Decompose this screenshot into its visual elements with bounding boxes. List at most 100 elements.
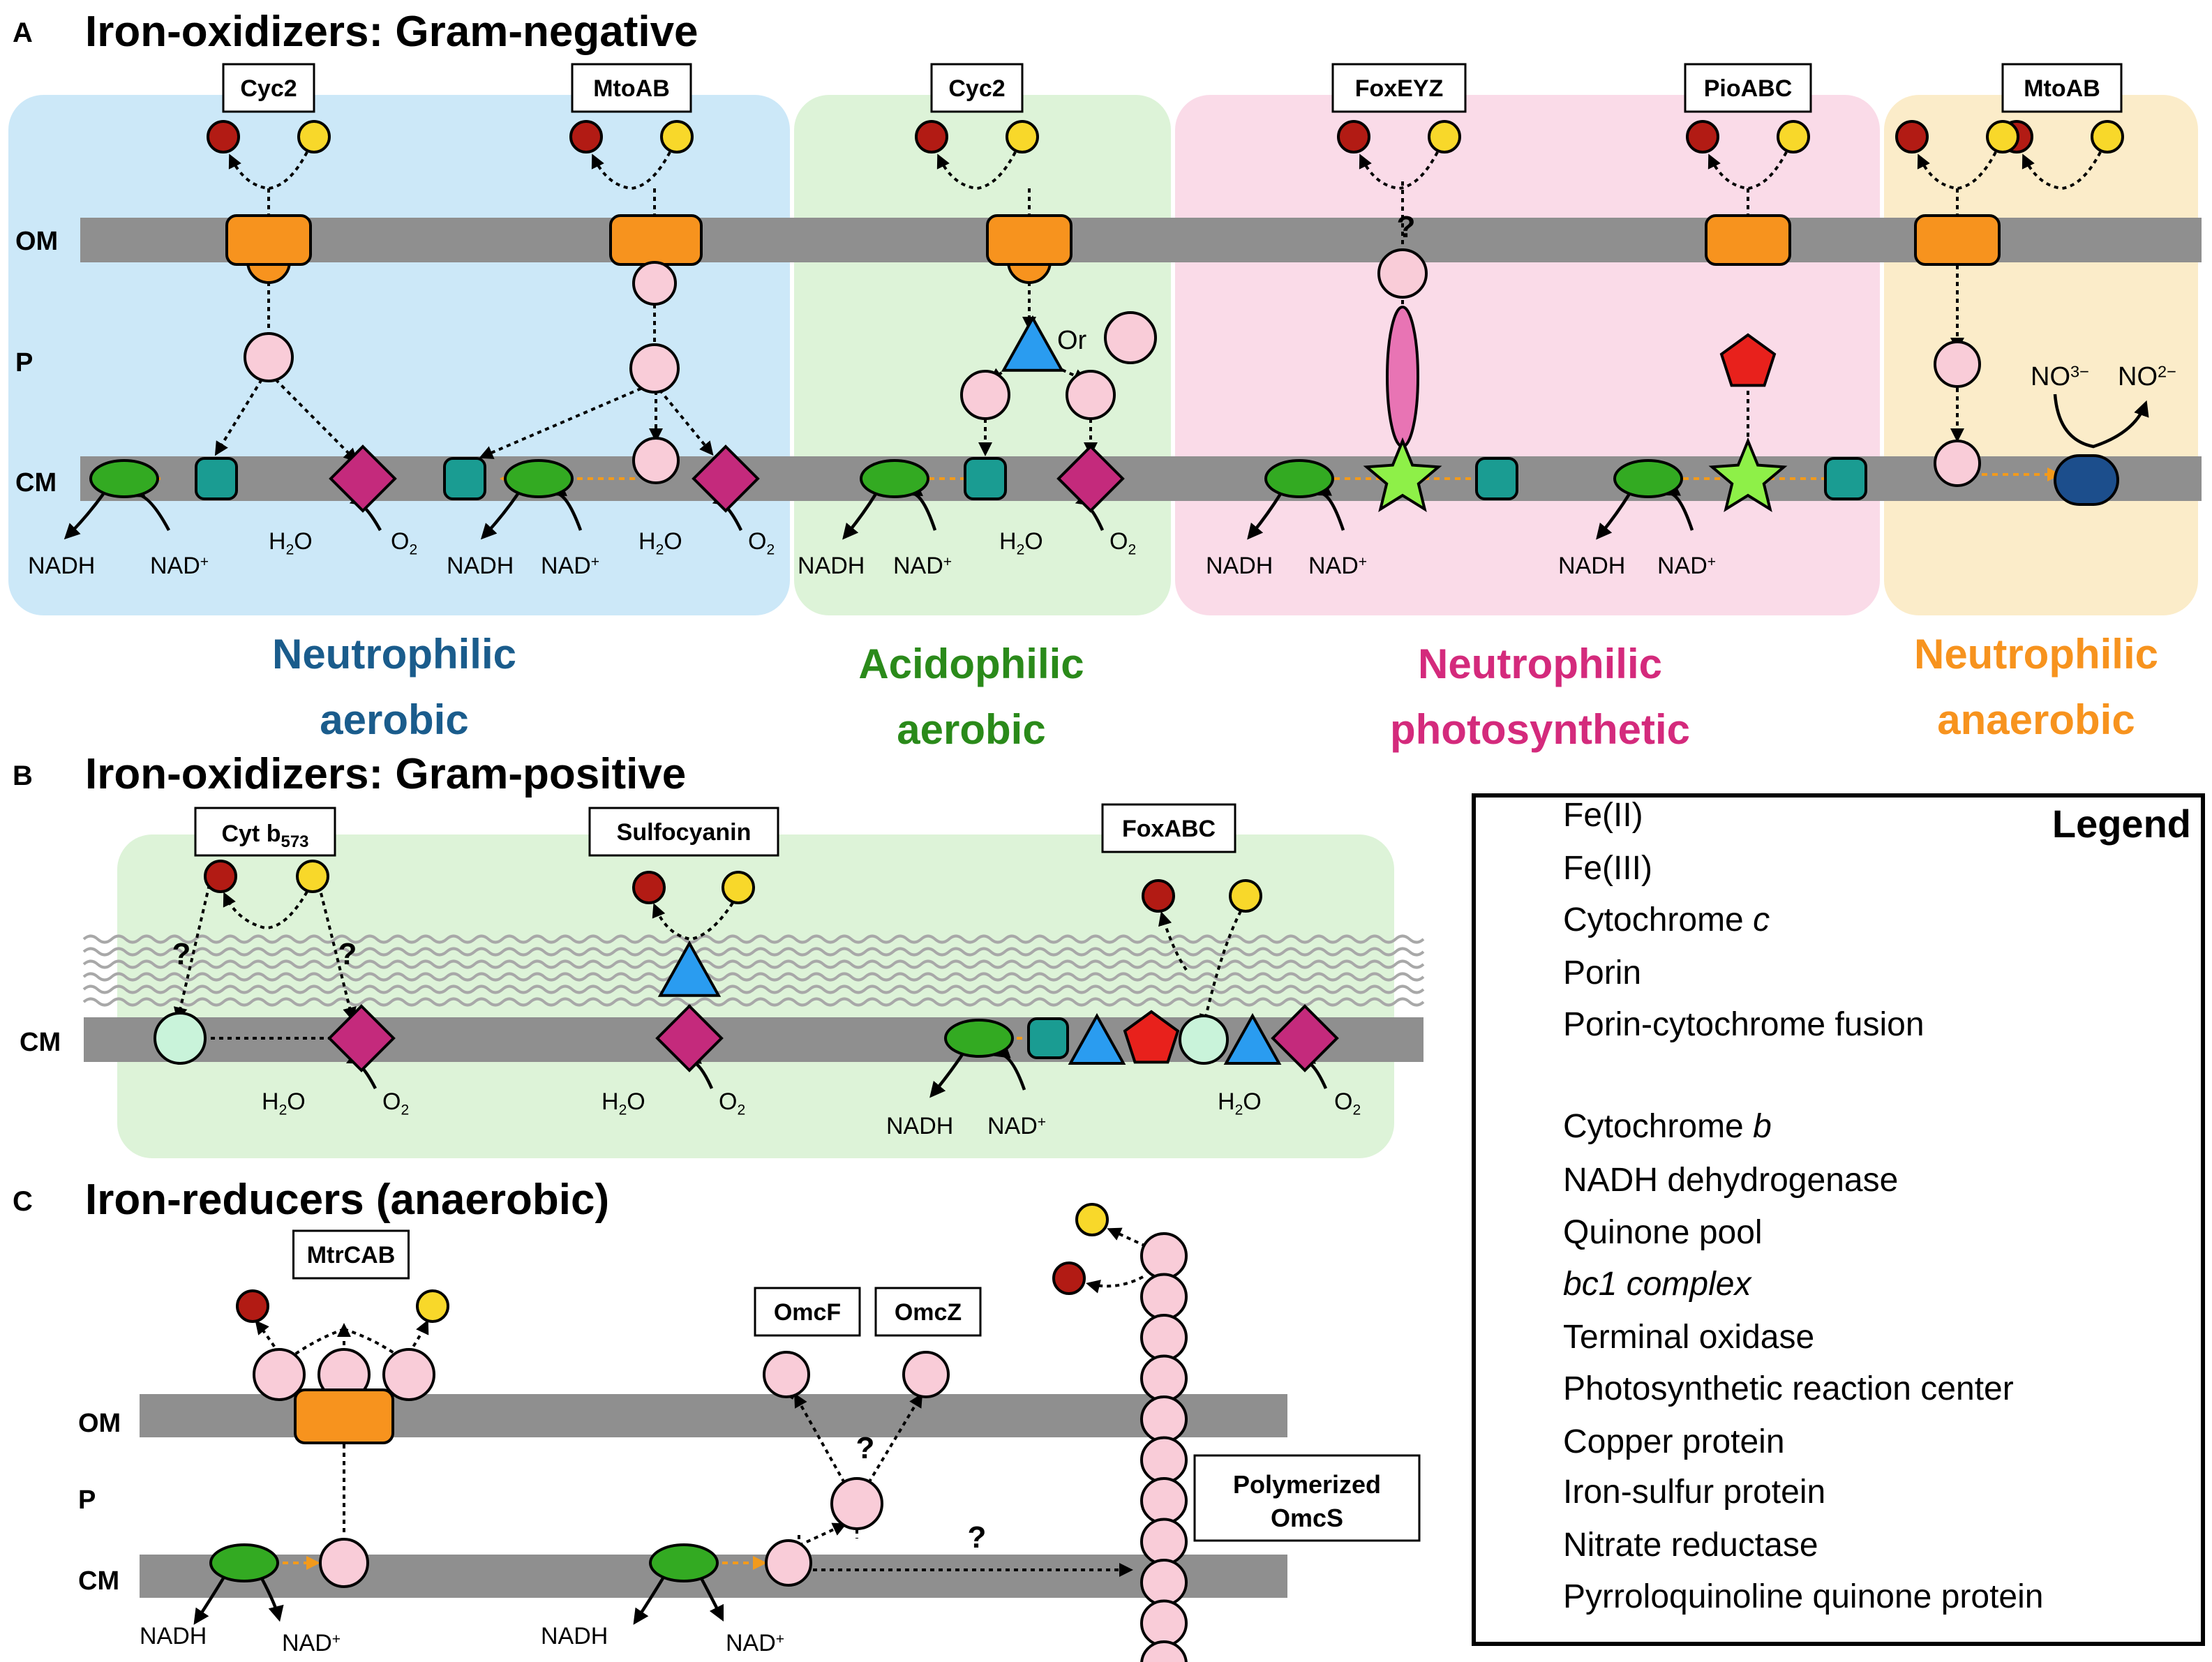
c-box-polymerized-line1: Polymerized (1233, 1470, 1381, 1499)
h2o-label: H2O (999, 528, 1043, 557)
layer-cm-label: CM (15, 468, 57, 497)
fe2-icon (297, 120, 331, 154)
h2o-label: H2O (638, 528, 682, 557)
section-a-title: Iron-oxidizers: Gram-negative (85, 8, 698, 56)
cell-wall-wave (82, 959, 1425, 969)
nadh-label: NADH (1558, 553, 1625, 579)
section-b-letter: B (13, 761, 33, 791)
category-neutrophilic-photosynthetic-line2: photosynthetic (1390, 706, 1690, 753)
cytochrome-c-icon (382, 1348, 435, 1401)
bc1-complex-icon (964, 457, 1007, 500)
no2-label: NO2− (2118, 362, 2176, 391)
o2-label: O2 (382, 1088, 409, 1118)
reaction-arrow (1596, 493, 1631, 540)
fe3-icon (1052, 1262, 1086, 1295)
nadh-dehydrogenase-icon (209, 1543, 279, 1582)
layer-cm-label-c: CM (78, 1566, 119, 1596)
c-box-omcz-text: OmcZ (895, 1299, 962, 1326)
fe2-icon (1075, 1203, 1109, 1236)
category-neutrophilic-anaerobic-line2: anaerobic (1937, 696, 2135, 743)
h2o-label: H2O (1218, 1088, 1262, 1118)
cytochrome-c-icon (1934, 440, 1981, 487)
cytochrome-c-icon (1140, 1599, 1188, 1647)
copper-protein-icon (1223, 1012, 1282, 1065)
a-box-0-text: Cyc2 (240, 75, 297, 102)
b-box-sulfocyanin (588, 807, 779, 857)
electron-flow-arrow (1359, 151, 1439, 190)
section-a-letter: A (13, 17, 33, 48)
electron-flow-arrow (652, 901, 734, 941)
layer-p-label: P (15, 348, 33, 377)
legend-item-6: NADH dehydrogenase (1563, 1162, 1898, 1199)
category-neutrophilic-aerobic-line1: Neutrophilic (272, 631, 516, 677)
a-box-2-text: Cyc2 (948, 75, 1005, 102)
terminal-oxidase-icon (1271, 1004, 1339, 1072)
terminal-oxidase-icon (327, 1004, 396, 1072)
legend-item-5: Cytochrome b (1563, 1108, 1772, 1145)
c-box-omcz (874, 1287, 982, 1337)
fe3-icon (1686, 120, 1719, 154)
porin-cytochrome-tail-icon (1006, 260, 1052, 284)
reaction-arrow (700, 1577, 724, 1622)
nitrate-reductase-icon (2054, 454, 2119, 506)
fe2-icon (296, 860, 329, 893)
terminal-oxidase-icon (692, 444, 760, 513)
fe2-icon (2091, 120, 2124, 154)
legend-item-11: Copper protein (1563, 1423, 1785, 1460)
porin-icon (609, 214, 703, 266)
cell-wall-wave (82, 997, 1425, 1007)
question-mark: ? (1397, 210, 1416, 244)
legend-item-7: Quinone pool (1563, 1214, 1763, 1251)
no3-label: NO3− (2031, 362, 2089, 391)
nad-label: NAD+ (541, 553, 599, 579)
porin-icon (1705, 214, 1791, 266)
a-box-5-text: MtoAB (2024, 75, 2100, 102)
electron-flow-arrow (214, 378, 263, 456)
bc1-complex-icon (1027, 1017, 1069, 1059)
terminal-oxidase-icon (655, 1004, 724, 1072)
c-box-omcf (754, 1287, 861, 1337)
fe2-icon (1229, 879, 1262, 913)
cytochrome-c-icon (765, 1539, 812, 1587)
fe3-icon (207, 120, 240, 154)
o2-label: O2 (748, 528, 775, 557)
legend-item-12: Iron-sulfur protein (1563, 1474, 1825, 1511)
bc1-complex-icon (1475, 457, 1518, 500)
electron-flow-arrow (1158, 911, 1188, 971)
a-box-3 (1331, 63, 1467, 113)
c-box-mtrcab (292, 1229, 410, 1280)
nadh-dehydrogenase-icon (1264, 459, 1334, 498)
electron-flow-arrow (1107, 1227, 1146, 1248)
legend-item-13: Nitrate reductase (1563, 1527, 1818, 1564)
nad-label: NAD+ (726, 1630, 784, 1656)
question-mark: ? (172, 937, 191, 971)
nadh-dehydrogenase-icon (1613, 459, 1683, 498)
b-box-cyt (194, 807, 336, 857)
legend-title: Legend (2052, 802, 2191, 846)
cell-wall-wave (82, 972, 1425, 982)
legend-item-3: Porin (1563, 954, 1641, 991)
porin-icon (225, 214, 312, 266)
b-box-sulfocyanin-text: Sulfocyanin (617, 819, 752, 846)
reaction-arrow (480, 493, 519, 540)
legend-item-8: bc1 complex (1563, 1266, 1752, 1303)
protein-shapes (89, 120, 2124, 1662)
reaction-arrow (633, 1577, 664, 1625)
cytochrome-c-icon (1140, 1354, 1188, 1402)
section-c-letter: C (13, 1186, 33, 1217)
cytochrome-c-icon (1104, 311, 1157, 364)
electron-flow-arrow (798, 1522, 847, 1547)
cell-wall-wave (82, 947, 1425, 957)
electron-flow-arrow (1199, 911, 1242, 1028)
layer-p-label-c: P (78, 1485, 96, 1515)
nadh-label: NADH (28, 553, 95, 579)
a-box-4 (1684, 63, 1812, 113)
c-box-polymerized-line2: OmcS (1271, 1504, 1343, 1532)
fe2-icon (1428, 120, 1461, 154)
cytochrome-b-icon (1179, 1015, 1229, 1065)
legend-box (1472, 793, 2205, 1646)
a-box-1-text: MtoAB (593, 75, 670, 102)
nadh-label: NADH (886, 1113, 953, 1139)
fe3-icon (1142, 879, 1175, 913)
